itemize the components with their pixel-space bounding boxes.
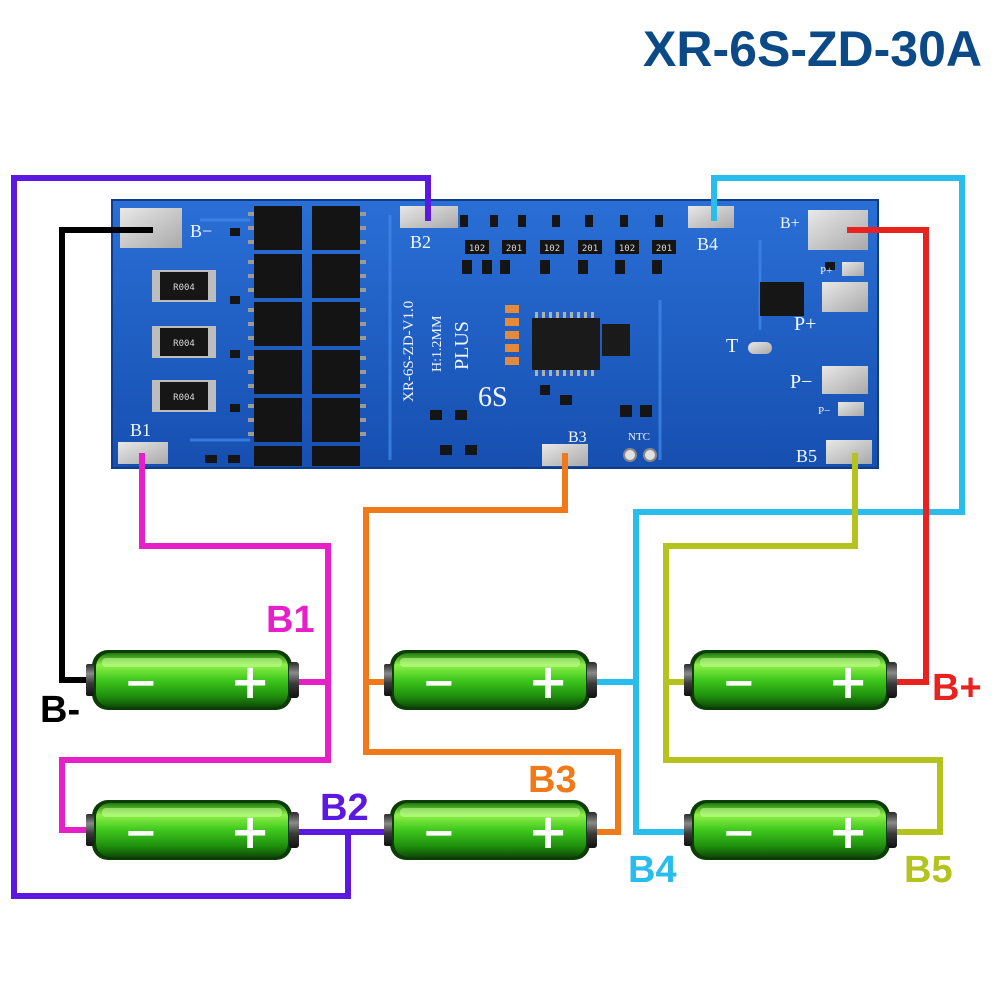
pad-label-p-minus: P−: [790, 371, 812, 393]
pad-label-b-minus: B−: [190, 221, 212, 241]
svg-text:102: 102: [469, 244, 485, 254]
wire-b1-top: [139, 453, 331, 685]
label-b4: B4: [628, 849, 677, 891]
svg-text:201: 201: [506, 244, 522, 254]
pad-label-b5: B5: [796, 446, 817, 466]
pad-label-t: T: [726, 335, 738, 357]
svg-text:201: 201: [656, 244, 672, 254]
wire-b3-top: [363, 453, 568, 685]
svg-text:201: 201: [582, 244, 598, 254]
pcb-board: R004 R004 R004: [111, 199, 879, 469]
pad-label-b-plus: B+: [780, 215, 800, 232]
svg-text:+: +: [528, 804, 568, 860]
svg-text:−: −: [422, 810, 456, 856]
pad-label-b3: B3: [568, 429, 587, 446]
svg-text:−: −: [722, 660, 756, 706]
p-minus-small-pad: [838, 402, 864, 416]
svg-text:+: +: [230, 654, 270, 710]
wire-b2-outer: [11, 175, 431, 899]
pad-label-ntc: NTC: [628, 431, 650, 443]
b5-pad: [826, 440, 872, 464]
bms-ic: [532, 312, 630, 376]
wire-b5-top: [663, 453, 858, 685]
label-b3: B3: [528, 759, 577, 801]
battery-cell-3: − +: [684, 650, 897, 710]
svg-text:R004: R004: [173, 393, 195, 403]
svg-text:−: −: [422, 660, 456, 706]
svg-text:R004: R004: [173, 339, 195, 349]
label-b5: B5: [904, 849, 953, 891]
svg-text:+: +: [828, 654, 868, 710]
silk-model: XR-6S-ZD-V1.0: [401, 301, 417, 402]
svg-text:−: −: [722, 810, 756, 856]
balance-resistors: 102 201 102 201 102 201: [465, 240, 676, 254]
svg-text:+: +: [528, 654, 568, 710]
pad-label-p-plus: P+: [794, 313, 816, 335]
wire-b-plus: [847, 227, 929, 685]
pad-label-p-plus-small: P+: [820, 265, 832, 277]
wire-b1-bottom: [59, 679, 331, 833]
wire-b3-bottom: [363, 679, 621, 835]
wire-b5-bottom: [663, 679, 943, 835]
battery-cell-1: − +: [86, 650, 299, 710]
label-b-minus: B-: [40, 689, 80, 731]
svg-text:+: +: [230, 804, 270, 860]
label-b1: B1: [266, 599, 315, 641]
shunt-resistor-1: R004: [152, 270, 216, 302]
svg-text:102: 102: [544, 244, 560, 254]
pad-label-b2: B2: [410, 232, 431, 252]
wire-b4-outer: [633, 175, 965, 835]
label-b-plus: B+: [932, 667, 982, 709]
battery-cell-6: − +: [684, 800, 897, 860]
pad-label-b1: B1: [130, 420, 151, 440]
p-plus-small-pad: [842, 262, 864, 276]
mosfet-array: [248, 206, 366, 466]
silk-plus: PLUS: [451, 321, 473, 370]
svg-text:−: −: [124, 810, 158, 856]
battery-cell-4: − +: [86, 800, 299, 860]
product-title: XR-6S-ZD-30A: [643, 21, 982, 77]
svg-text:R004: R004: [173, 283, 195, 293]
resistor-column: [505, 305, 519, 365]
pad-label-b4: B4: [697, 234, 718, 254]
svg-text:−: −: [124, 660, 158, 706]
ntc-hole-2: [643, 448, 657, 462]
shunt-resistor-2: R004: [152, 326, 216, 358]
battery-cell-5: − +: [384, 800, 597, 860]
ntc-hole-1: [623, 448, 637, 462]
silk-cells: 6S: [478, 382, 508, 413]
battery-cell-2: − +: [384, 650, 597, 710]
p-plus-pad: [822, 282, 868, 312]
shunt-resistor-3: R004: [152, 380, 216, 412]
label-b2: B2: [320, 787, 369, 829]
t-pad: [748, 342, 772, 354]
wire-b-minus: [59, 227, 153, 683]
svg-text:102: 102: [619, 244, 635, 254]
pad-label-p-minus-small: P−: [818, 405, 830, 417]
p-minus-pad: [822, 366, 868, 394]
charge-mosfet: [760, 282, 804, 316]
svg-text:+: +: [828, 804, 868, 860]
silk-thickness: H:1.2MM: [430, 315, 445, 372]
small-components: [205, 215, 835, 463]
